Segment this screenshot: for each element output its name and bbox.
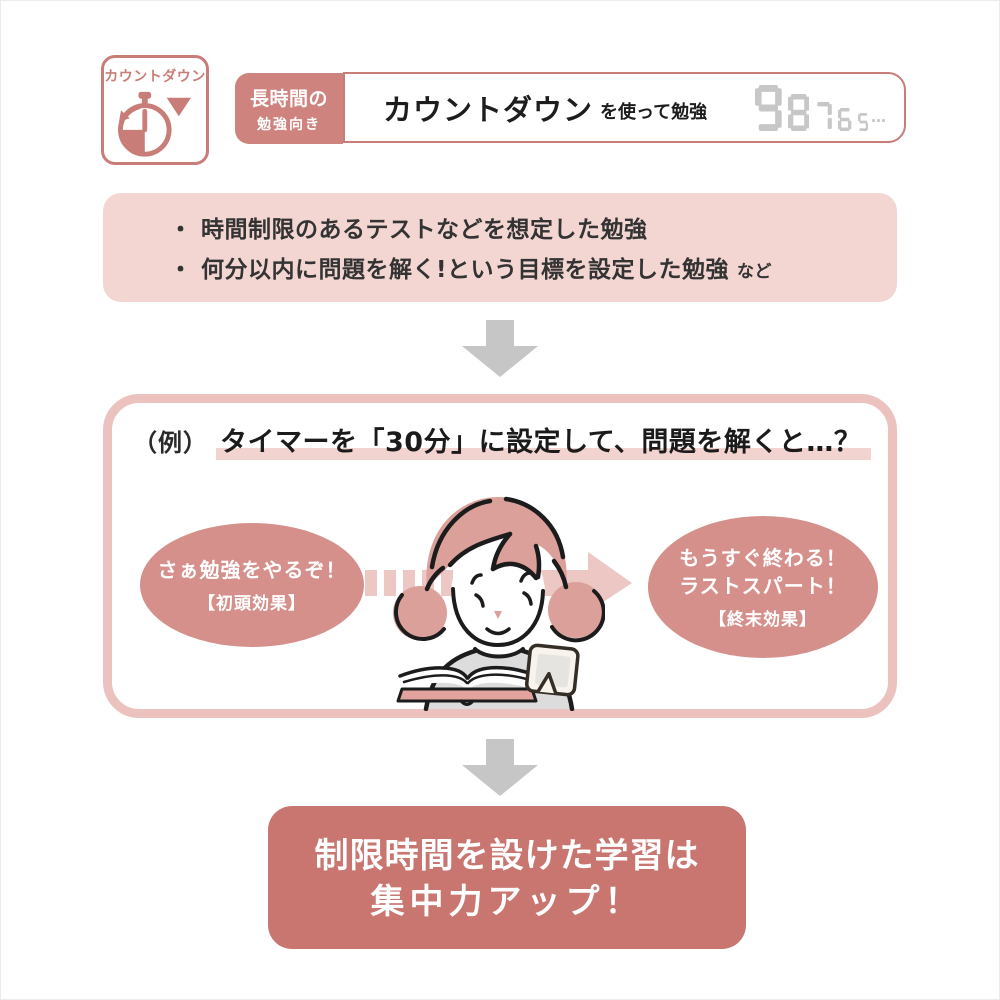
start-bubble-note: 【初頭効果】	[198, 594, 306, 614]
example-title: （例） タイマーを「30分」に設定して、問題を解くと…？	[133, 420, 883, 460]
end-bubble-note: 【終末効果】	[709, 610, 817, 630]
header-title-rest: を使って勉強	[600, 101, 708, 123]
countdown-badge-label: カウントダウン	[104, 69, 206, 85]
conclusion-line2: 集中力アップ！	[370, 882, 644, 922]
intro-bullet-2-text: ・ 何分以内に問題を解く!という目標を設定した勉強	[169, 257, 729, 283]
conclusion-line1: 制限時間を設けた学習は	[314, 836, 700, 876]
header-title-strong: カウントダウン	[383, 92, 594, 127]
countdown-badge: カウントダウン	[101, 55, 209, 165]
header-tag: 長時間の 勉強向き	[235, 73, 343, 144]
intro-bullet-1-text: ・ 時間制限のあるテストなどを想定した勉強	[169, 217, 648, 243]
studying-girl-illustration	[393, 496, 605, 711]
timer-digits	[749, 84, 868, 131]
down-arrow-icon	[462, 739, 538, 796]
start-bubble-line1: さぁ勉強をやるぞ！	[157, 558, 347, 582]
header-tag-line2: 勉強向き	[257, 116, 321, 133]
end-effect-bubble: もうすぐ終わる！ ラストスパート！ 【終末効果】	[648, 516, 878, 658]
example-label: （例）	[133, 429, 208, 457]
end-bubble-line1: もうすぐ終わる！	[679, 546, 847, 570]
header-tag-line1: 長時間の	[249, 87, 328, 110]
conclusion-box: 制限時間を設けた学習は 集中力アップ！	[268, 806, 746, 949]
header-bar: カウントダウン を使って勉強 …	[343, 72, 906, 143]
example-title-text: タイマーを「30分」に設定して、問題を解くと…？	[216, 427, 872, 460]
down-arrow-icon	[462, 320, 538, 377]
end-bubble-line2: ラストスパート！	[679, 574, 847, 598]
intro-bullet-1: ・ 時間制限のあるテストなどを想定した勉強	[169, 210, 897, 250]
timer-ellipsis: …	[871, 107, 886, 126]
stopwatch-countdown-icon	[118, 91, 191, 157]
intro-bullet-2: ・ 何分以内に問題を解く!という目標を設定した勉強など	[169, 250, 897, 292]
intro-bullet-2-suffix: など	[737, 262, 772, 282]
intro-box: ・ 時間制限のあるテストなどを想定した勉強 ・ 何分以内に問題を解く!という目標…	[103, 193, 897, 302]
start-effect-bubble: さぁ勉強をやるぞ！ 【初頭効果】	[140, 523, 364, 647]
